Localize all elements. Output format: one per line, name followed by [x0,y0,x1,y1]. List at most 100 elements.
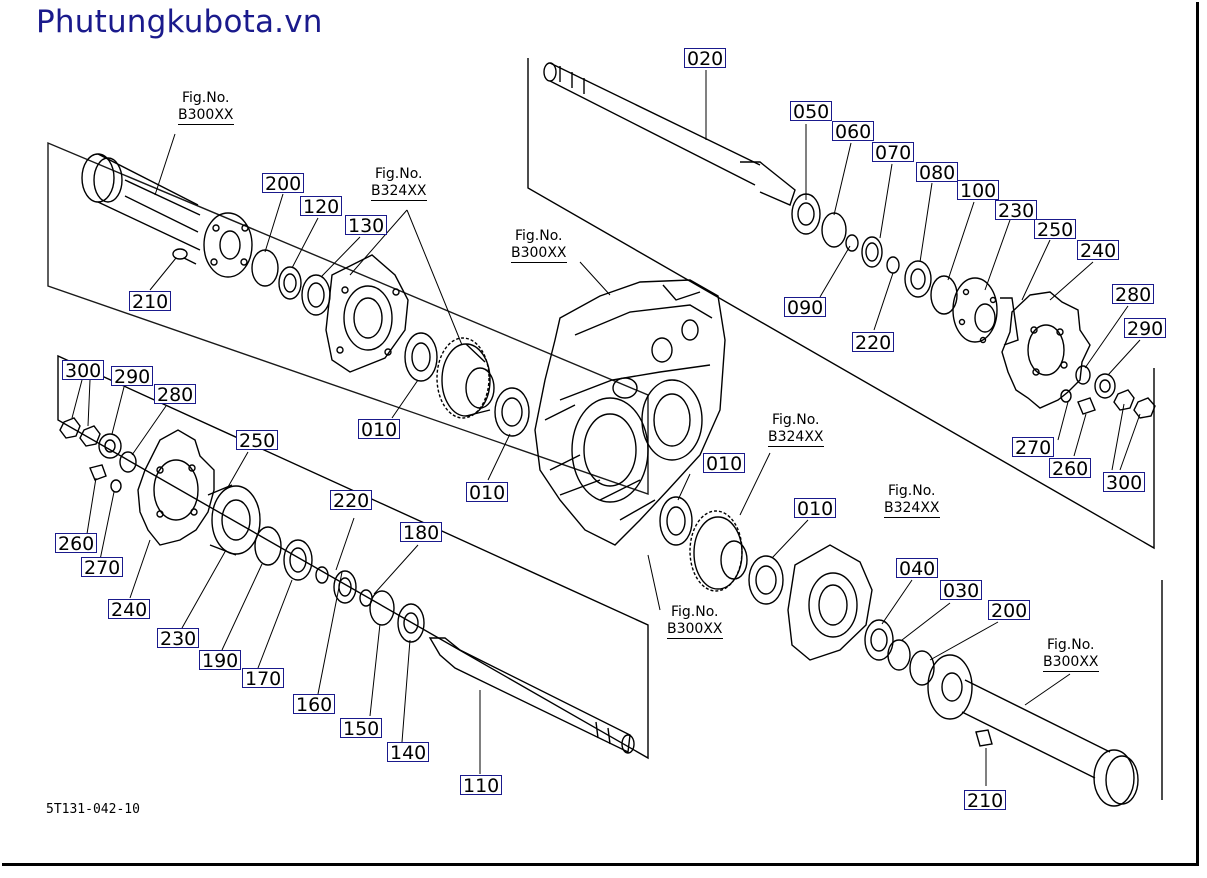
axle-shaft-110 [428,637,635,754]
bolt-260-right [1077,397,1096,415]
part-tag[interactable]: 060 [832,121,875,142]
part-tag[interactable]: 250 [236,430,279,451]
bearing-cover-upper [325,254,409,373]
wheel-hub-230-left [207,484,261,556]
upper-right-group-frame [527,58,1155,550]
sprocket-240-left [137,429,215,546]
fig-ref-transmission-case: Fig.No.B300XX [511,228,567,263]
ring-090 [845,234,859,252]
bolt-210-upper [172,248,197,265]
oil-seal-030 [887,639,911,671]
circlip-150 [369,590,395,626]
part-tag[interactable]: 250 [1034,219,1077,240]
part-tag[interactable]: 230 [995,200,1038,221]
part-tag[interactable]: 130 [345,215,388,236]
bearing-010-d [748,555,784,605]
part-tag[interactable]: 070 [872,142,915,163]
part-tag[interactable]: 210 [129,291,172,312]
part-tag[interactable]: 050 [790,101,833,122]
part-tag[interactable]: 300 [1103,472,1146,493]
part-tag[interactable]: 190 [199,650,242,671]
circlip-060 [821,212,847,248]
sprocket-240-right [1001,291,1091,409]
part-tag[interactable]: 260 [55,533,98,554]
part-tag[interactable]: 240 [108,599,151,620]
part-tag[interactable]: 010 [358,419,401,440]
part-tag[interactable]: 150 [340,718,383,739]
part-tag[interactable]: 170 [242,668,285,689]
bearing-010-c [659,496,693,546]
bearing-010-b [494,387,530,437]
part-tag[interactable]: 220 [852,332,895,353]
upper-left-group-frame [47,141,649,495]
part-tag[interactable]: 140 [387,742,430,763]
part-tag[interactable]: 270 [81,557,124,578]
transmission-case [534,279,726,546]
drawing-number: 5T131-042-10 [46,802,140,817]
washer-280-right [1075,365,1091,385]
washer-290-right [1094,373,1116,399]
oil-seal-170 [283,539,313,581]
part-tag[interactable]: 040 [896,558,939,579]
fig-ref-case-lower: Fig.No.B300XX [667,604,723,639]
lower-left-group-frame [57,354,649,760]
site-watermark: Phutungkubota.vn [36,4,323,40]
bearing-070 [861,236,883,268]
part-tag[interactable]: 280 [1112,284,1155,305]
ring-220-left [315,566,329,584]
o-ring-200-upper [251,249,279,287]
fig-ref-lower-cover: Fig.No.B324XX [884,483,940,518]
bearing-140 [397,603,425,643]
part-tag[interactable]: 300 [62,360,105,381]
o-ring-200-lower [909,650,935,686]
part-tag[interactable]: 240 [1077,240,1120,261]
fig-ref-upper-cover: Fig.No.B324XX [371,166,427,201]
washer-290-left [98,433,122,459]
washer-280-left [119,451,137,473]
part-tag[interactable]: 110 [460,775,503,796]
part-tag[interactable]: 260 [1049,458,1092,479]
fig-ref-lower-right-housing: Fig.No.B300XX [1043,637,1099,672]
part-tag[interactable]: 200 [262,173,305,194]
part-tag[interactable]: 220 [330,490,373,511]
part-tag[interactable]: 020 [684,48,727,69]
bearing-040 [864,619,894,661]
bolt-210-lower [975,729,993,747]
part-tag[interactable]: 290 [111,366,154,387]
part-tag[interactable]: 010 [703,453,746,474]
ring-220-right [886,256,900,274]
fig-ref-lower-gear: Fig.No.B324XX [768,412,824,447]
part-tag[interactable]: 230 [157,628,200,649]
o-ring-190 [254,526,282,566]
part-tag[interactable]: 010 [794,498,837,519]
part-tag[interactable]: 200 [988,600,1031,621]
drawing-frame [2,2,1199,866]
part-tag[interactable]: 120 [300,196,343,217]
part-tag[interactable]: 010 [466,482,509,503]
oil-seal-120-upper [278,266,302,300]
part-tag[interactable]: 030 [940,580,983,601]
bearing-cover-lower [787,544,873,661]
part-tag[interactable]: 280 [154,384,197,405]
part-tag[interactable]: 210 [964,790,1007,811]
fig-ref-upper-left-housing: Fig.No.B300XX [178,90,234,125]
part-tag[interactable]: 290 [1124,318,1167,339]
washer-270-right [1060,389,1072,403]
nuts-300-right [1113,389,1156,419]
part-tag[interactable]: 160 [293,694,336,715]
part-tag[interactable]: 080 [916,162,959,183]
washer-270-left [110,479,122,493]
axle-housing-right [927,654,1139,807]
drive-gear-lower [689,510,748,592]
part-tag[interactable]: 090 [784,297,827,318]
wheel-hub-230-right [952,277,1019,346]
part-tag[interactable]: 100 [957,180,1000,201]
drive-gear-upper [436,337,495,419]
part-tag[interactable]: 180 [400,522,443,543]
nuts-300-left [59,417,101,447]
part-tag[interactable]: 270 [1012,437,1055,458]
axle-shaft-020 [543,62,796,206]
bolt-260-left [89,464,107,481]
oil-seal-080 [904,260,932,298]
